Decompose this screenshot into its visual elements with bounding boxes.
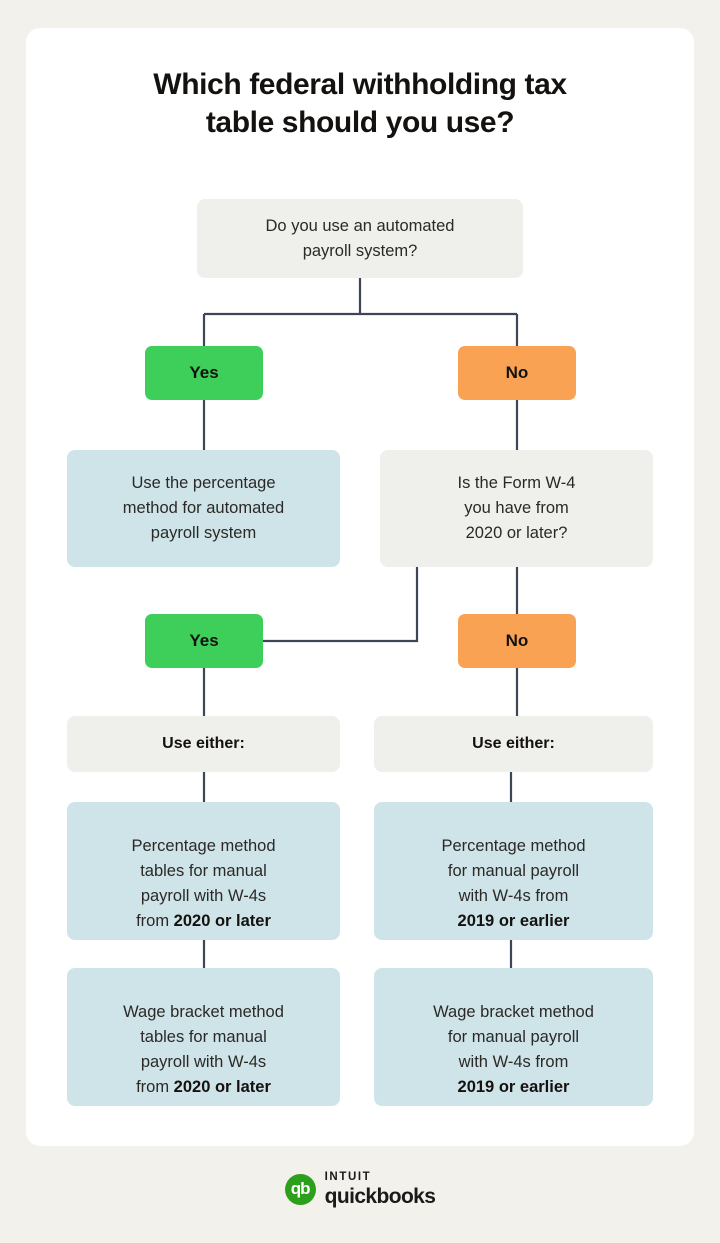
outcome-left-percentage-method: Percentage method tables for manual payr… [67, 802, 340, 940]
logo-intuit-text: INTUIT [324, 1171, 372, 1183]
outcome-left-wage-emphasis: 2020 or later [173, 1077, 271, 1096]
quickbooks-qb-icon: qb [284, 1173, 316, 1205]
logo-quickbooks-text: quickbooks [324, 1184, 436, 1208]
outcome-right-percentage-emphasis: 2019 or earlier [457, 911, 570, 930]
outcome-percentage-automated: Use the percentage method for automated … [67, 450, 340, 567]
branch-yes-w4-2020[interactable]: Yes [145, 614, 263, 668]
intuit-quickbooks-logo: qb INTUIT quickbooks [0, 1171, 720, 1208]
outcome-left-percentage-emphasis: 2020 or later [173, 911, 271, 930]
use-either-right: Use either: [374, 716, 653, 772]
outcome-right-percentage-lead: Percentage method for manual payroll wit… [441, 836, 586, 905]
branch-no-w4-2019[interactable]: No [458, 614, 576, 668]
outcome-left-wage-lead: Wage bracket method tables for manual pa… [123, 1002, 284, 1096]
logo-wordmark: INTUIT quickbooks [324, 1171, 436, 1208]
outcome-left-wage-bracket-method: Wage bracket method tables for manual pa… [67, 968, 340, 1106]
outcome-right-wage-emphasis: 2019 or earlier [457, 1077, 570, 1096]
use-either-left: Use either: [67, 716, 340, 772]
outcome-right-percentage-method: Percentage method for manual payroll wit… [374, 802, 653, 940]
automated-payroll-question: Do you use an automated payroll system? [197, 199, 523, 278]
outcome-left-percentage-lead: Percentage method tables for manual payr… [131, 836, 276, 930]
outcome-right-wage-bracket-method: Wage bracket method for manual payroll w… [374, 968, 653, 1106]
outcome-right-wage-lead: Wage bracket method for manual payroll w… [433, 1002, 594, 1071]
page-title: Which federal withholding tax table shou… [153, 68, 567, 139]
branch-no-automated[interactable]: No [458, 346, 576, 400]
branch-yes-automated[interactable]: Yes [145, 346, 263, 400]
form-w4-year-question: Is the Form W-4 you have from 2020 or la… [380, 450, 653, 567]
